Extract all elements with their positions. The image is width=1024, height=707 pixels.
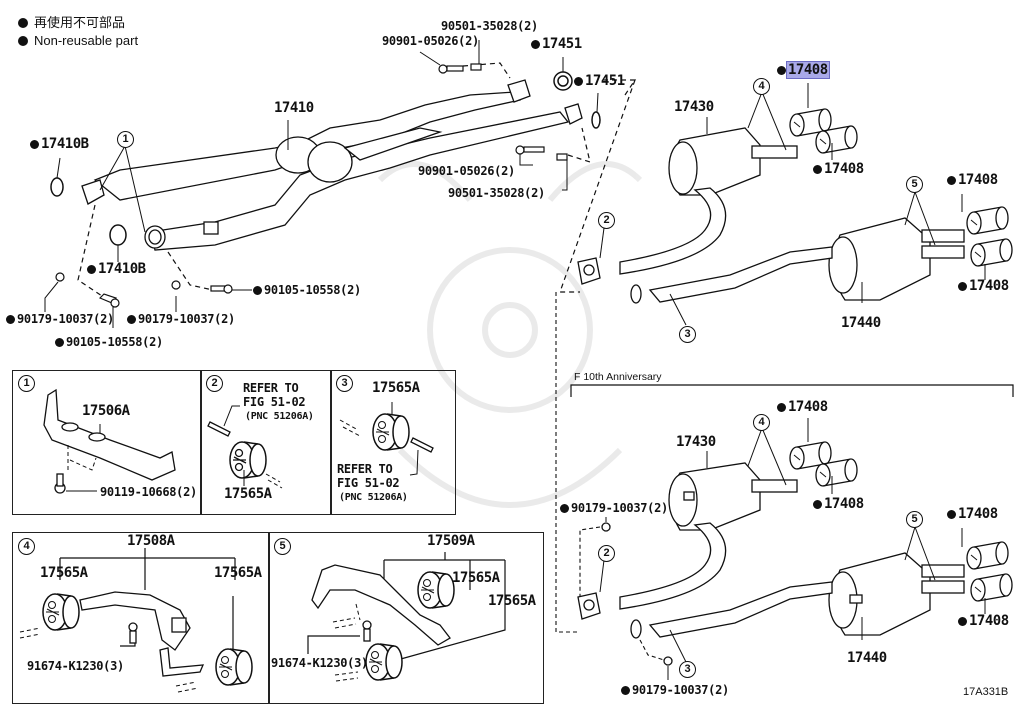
part-label-90501-35028-right[interactable]: 90501-35028(2)	[448, 186, 545, 200]
part-label-90179-10037-anniv-bottom[interactable]: 90179-10037(2)	[621, 683, 729, 697]
anniversary-bracket	[570, 384, 1014, 397]
part-label-90901-05026-right[interactable]: 90901-05026(2)	[418, 164, 515, 178]
part-label-17506a[interactable]: 17506A	[82, 403, 130, 419]
part-label-17408-anniv-c[interactable]: 17408	[947, 507, 998, 521]
part-label-17565a-box5-b[interactable]: 17565A	[488, 593, 536, 609]
part-label-90105-10558-lower[interactable]: 90105-10558(2)	[55, 335, 163, 349]
part-label-91674-k1230-box4[interactable]: 91674-K1230(3)	[27, 659, 124, 673]
detail-box-1	[12, 370, 202, 515]
part-label-17508a[interactable]: 17508A	[127, 533, 175, 549]
part-label-90501-35028-top[interactable]: 90501-35028(2)	[441, 19, 538, 33]
part-label-90105-10558-right[interactable]: 90105-10558(2)	[253, 283, 361, 297]
part-label-17408-highlighted[interactable]: 17408	[777, 61, 830, 79]
callout-4[interactable]: 4	[753, 78, 770, 95]
part-label-17410[interactable]: 17410	[274, 100, 314, 116]
callout-5-anniv[interactable]: 5	[906, 511, 923, 528]
callout-3-anniv[interactable]: 3	[679, 661, 696, 678]
part-label-17509a[interactable]: 17509A	[427, 533, 475, 549]
watermark-logo	[377, 161, 643, 508]
part-label-17451-a[interactable]: 17451	[531, 37, 582, 51]
detail-box-3-number: 3	[336, 375, 353, 392]
refer-fig-link[interactable]: FIG 51-02	[243, 395, 306, 409]
part-label-17410b-upper[interactable]: 17410B	[30, 137, 89, 151]
part-label-17565a-box4-left[interactable]: 17565A	[40, 565, 88, 581]
part-label-17565a-box2[interactable]: 17565A	[224, 486, 272, 502]
callout-4-anniv[interactable]: 4	[753, 414, 770, 431]
legend-text-jp: 再使用不可部品	[34, 15, 126, 30]
refer-to-line1: REFER TO	[243, 381, 299, 395]
detail-box-2-number: 2	[206, 375, 223, 392]
part-label-17408-anniv-b[interactable]: 17408	[813, 497, 864, 511]
detail-box-5	[268, 532, 544, 704]
part-label-17408-b[interactable]: 17408	[813, 162, 864, 176]
detail-box-5-number: 5	[274, 538, 291, 555]
refer-pnc-box3: (PNC 51206A)	[339, 492, 408, 503]
part-label-90179-10037-left[interactable]: 90179-10037(2)	[6, 312, 114, 326]
callout-1[interactable]: 1	[117, 131, 134, 148]
callout-2-anniv[interactable]: 2	[598, 545, 615, 562]
legend-text-en: Non-reusable part	[34, 33, 139, 48]
detail-box-4-number: 4	[18, 538, 35, 555]
callout-3[interactable]: 3	[679, 326, 696, 343]
detail-box-3	[330, 370, 456, 515]
part-label-17408-d[interactable]: 17408	[958, 279, 1009, 293]
part-label-17430-anniv[interactable]: 17430	[676, 434, 716, 450]
part-label-17408-anniv-d[interactable]: 17408	[958, 614, 1009, 628]
section-title-anniversary: F 10th Anniversary	[574, 371, 662, 383]
part-label-17451-b[interactable]: 17451	[574, 74, 625, 88]
part-label-91674-k1230-box5[interactable]: 91674-K1230(3)	[271, 656, 368, 670]
bullet-icon	[18, 36, 28, 46]
refer-to-line1-box3: REFER TO	[337, 462, 393, 476]
bullet-icon	[777, 66, 786, 75]
legend-en: Non-reusable part	[18, 33, 138, 49]
part-label-17565a-box3[interactable]: 17565A	[372, 380, 420, 396]
bullet-icon	[18, 18, 28, 28]
figure-id: 17A331B	[963, 686, 1009, 698]
refer-fig-link-box3[interactable]: FIG 51-02	[337, 476, 400, 490]
legend-jp: 再使用不可部品	[18, 15, 125, 31]
part-label-90901-05026-top[interactable]: 90901-05026(2)	[382, 34, 479, 48]
detail-box-1-number: 1	[18, 375, 35, 392]
highlighted-part-number[interactable]: 17408	[786, 61, 830, 79]
refer-pnc: (PNC 51206A)	[245, 411, 314, 422]
part-label-90179-10037-mid[interactable]: 90179-10037(2)	[127, 312, 235, 326]
detail-box-2	[200, 370, 332, 515]
part-label-90179-10037-anniv-top[interactable]: 90179-10037(2)	[560, 501, 668, 515]
part-label-17408-c[interactable]: 17408	[947, 173, 998, 187]
part-label-17565a-box4-right[interactable]: 17565A	[214, 565, 262, 581]
callout-2[interactable]: 2	[598, 212, 615, 229]
detail-box-4	[12, 532, 270, 704]
part-label-17440-anniv[interactable]: 17440	[847, 650, 887, 666]
part-label-17408-anniv-a[interactable]: 17408	[777, 400, 828, 414]
part-label-17565a-box5-a[interactable]: 17565A	[452, 570, 500, 586]
part-label-17440[interactable]: 17440	[841, 315, 881, 331]
part-label-17430[interactable]: 17430	[674, 99, 714, 115]
part-label-90119-10668[interactable]: 90119-10668(2)	[100, 485, 197, 499]
part-label-17410b-lower[interactable]: 17410B	[87, 262, 146, 276]
callout-5[interactable]: 5	[906, 176, 923, 193]
